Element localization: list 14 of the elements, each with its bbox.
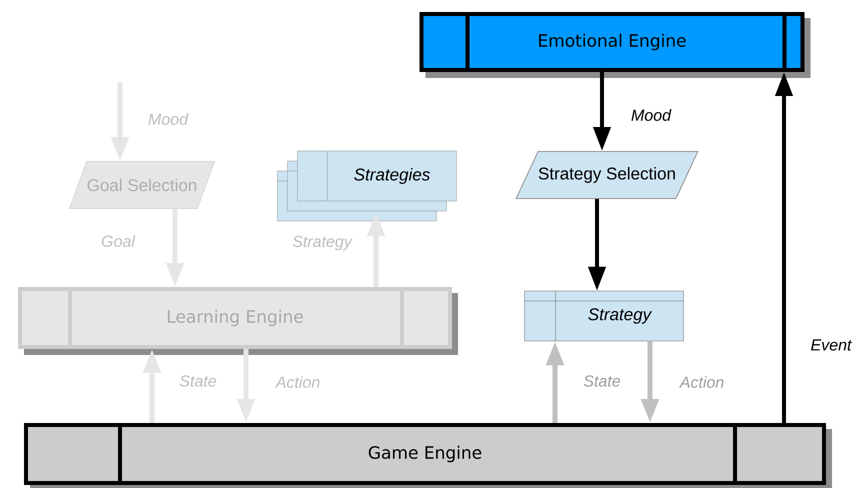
stacked-table-box: Strategies — [277, 150, 457, 222]
engine-box: Game Engine — [24, 423, 832, 488]
edge-label: Action — [679, 376, 724, 388]
table-box: Strategy — [524, 290, 684, 342]
engine-box: Learning Engine — [18, 287, 458, 355]
edge-label: Event — [811, 339, 852, 351]
edge-label: Mood — [148, 113, 188, 125]
engine-box: Emotional Engine — [420, 12, 810, 78]
edge-label: Action — [274, 376, 320, 388]
edge-label: State — [180, 375, 216, 387]
edge-label: Goal — [102, 235, 136, 247]
edge-label: State — [584, 375, 620, 387]
edge-label: Mood — [631, 109, 672, 121]
edge-label: Strategy — [292, 236, 353, 250]
